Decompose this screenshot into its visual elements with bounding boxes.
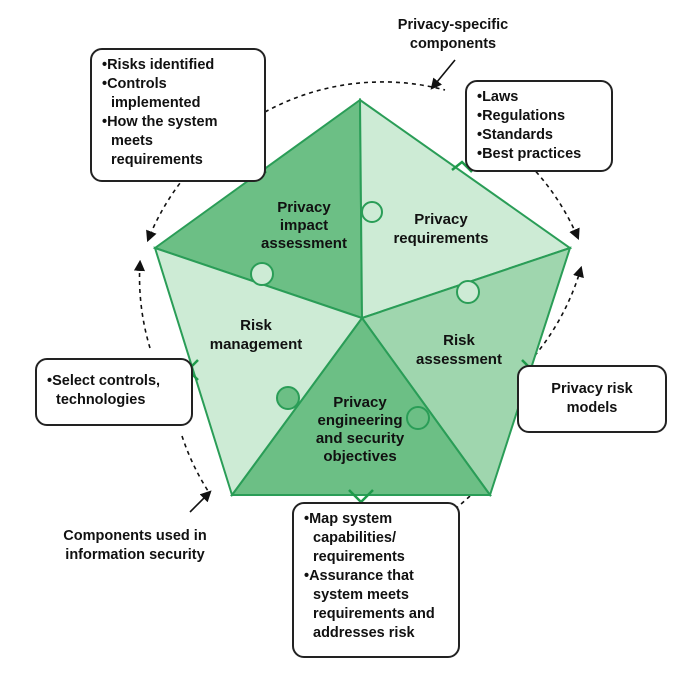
bullet-text: Laws	[477, 88, 601, 107]
label-text: Privacy-specific	[397, 17, 509, 33]
box-risk-management-outputs: Select controls, technologies	[35, 358, 193, 426]
puzzle-knob-left	[250, 262, 274, 286]
bullet-text: Best practices	[477, 145, 601, 164]
label-privacy-specific-components: Privacy-specific components	[378, 16, 528, 54]
box-text: models	[566, 400, 618, 416]
arrow-privacy-specific	[430, 59, 456, 90]
svg-text:management: management	[210, 336, 303, 353]
bullet-text: requirements	[111, 152, 203, 168]
dashed-arc-left-mid	[133, 259, 151, 349]
bullet-text: meets	[111, 133, 153, 149]
label-risk-management: Risk management	[210, 317, 303, 353]
bullet-text: implemented	[111, 95, 201, 111]
label-requirements: Privacy requirements	[393, 211, 488, 247]
box-pia-outputs: Risks identified Controls implemented Ho…	[90, 48, 266, 182]
svg-text:Risk: Risk	[443, 332, 475, 349]
svg-text:and security: and security	[316, 430, 405, 447]
svg-text:impact: impact	[280, 217, 328, 234]
bullet-text: Regulations	[477, 107, 601, 126]
svg-text:Privacy: Privacy	[277, 199, 331, 216]
puzzle-knob-bottom-right	[406, 406, 430, 430]
dashed-arc-left-bottom	[181, 435, 211, 495]
box-requirements-sources: Laws Regulations Standards Best practice…	[465, 80, 613, 172]
svg-text:Privacy: Privacy	[333, 394, 387, 411]
svg-text:assessment: assessment	[416, 351, 502, 368]
puzzle-knob-top	[361, 201, 383, 223]
box-risk-models: Privacy risk models	[517, 365, 667, 433]
bullet-text: How the system	[102, 113, 254, 132]
box-text: Privacy risk	[551, 381, 633, 397]
label-objectives: Privacy engineering and security objecti…	[316, 394, 405, 465]
bullet-text: technologies	[56, 392, 146, 408]
label-text: information security	[65, 547, 205, 563]
label-text: components	[409, 36, 497, 52]
svg-text:Privacy: Privacy	[414, 211, 468, 228]
svg-text:Risk: Risk	[240, 317, 272, 334]
bullet-text: Select controls,	[47, 372, 181, 391]
arrow-infosec	[189, 490, 212, 513]
label-risk-assessment: Risk assessment	[416, 332, 502, 368]
puzzle-knob-bottom-left	[276, 386, 300, 410]
label-text: Components used in	[63, 528, 207, 544]
bullet-text: system meets	[313, 587, 409, 603]
bullet-text: requirements and	[313, 606, 435, 622]
box-objectives-outputs: Map system capabilities/ requirements As…	[292, 502, 460, 658]
bullet-text: Map system	[304, 510, 448, 529]
label-infosec-components: Components used in information security	[45, 527, 225, 565]
puzzle-knob-right	[456, 280, 480, 304]
svg-text:assessment: assessment	[261, 235, 347, 252]
label-pia: Privacy impact assessment	[261, 199, 347, 252]
svg-text:objectives: objectives	[323, 448, 396, 465]
bullet-text: capabilities/	[313, 530, 397, 546]
svg-text:engineering: engineering	[317, 412, 402, 429]
svg-text:requirements: requirements	[393, 230, 488, 247]
bullet-text: requirements	[313, 549, 405, 565]
bullet-text: Risks identified	[102, 56, 254, 75]
dashed-arc-top	[264, 81, 446, 113]
bullet-text: Assurance that	[304, 567, 448, 586]
bullet-text: addresses risk	[313, 625, 415, 641]
bullet-text: Controls	[102, 75, 254, 94]
bullet-text: Standards	[477, 126, 601, 145]
